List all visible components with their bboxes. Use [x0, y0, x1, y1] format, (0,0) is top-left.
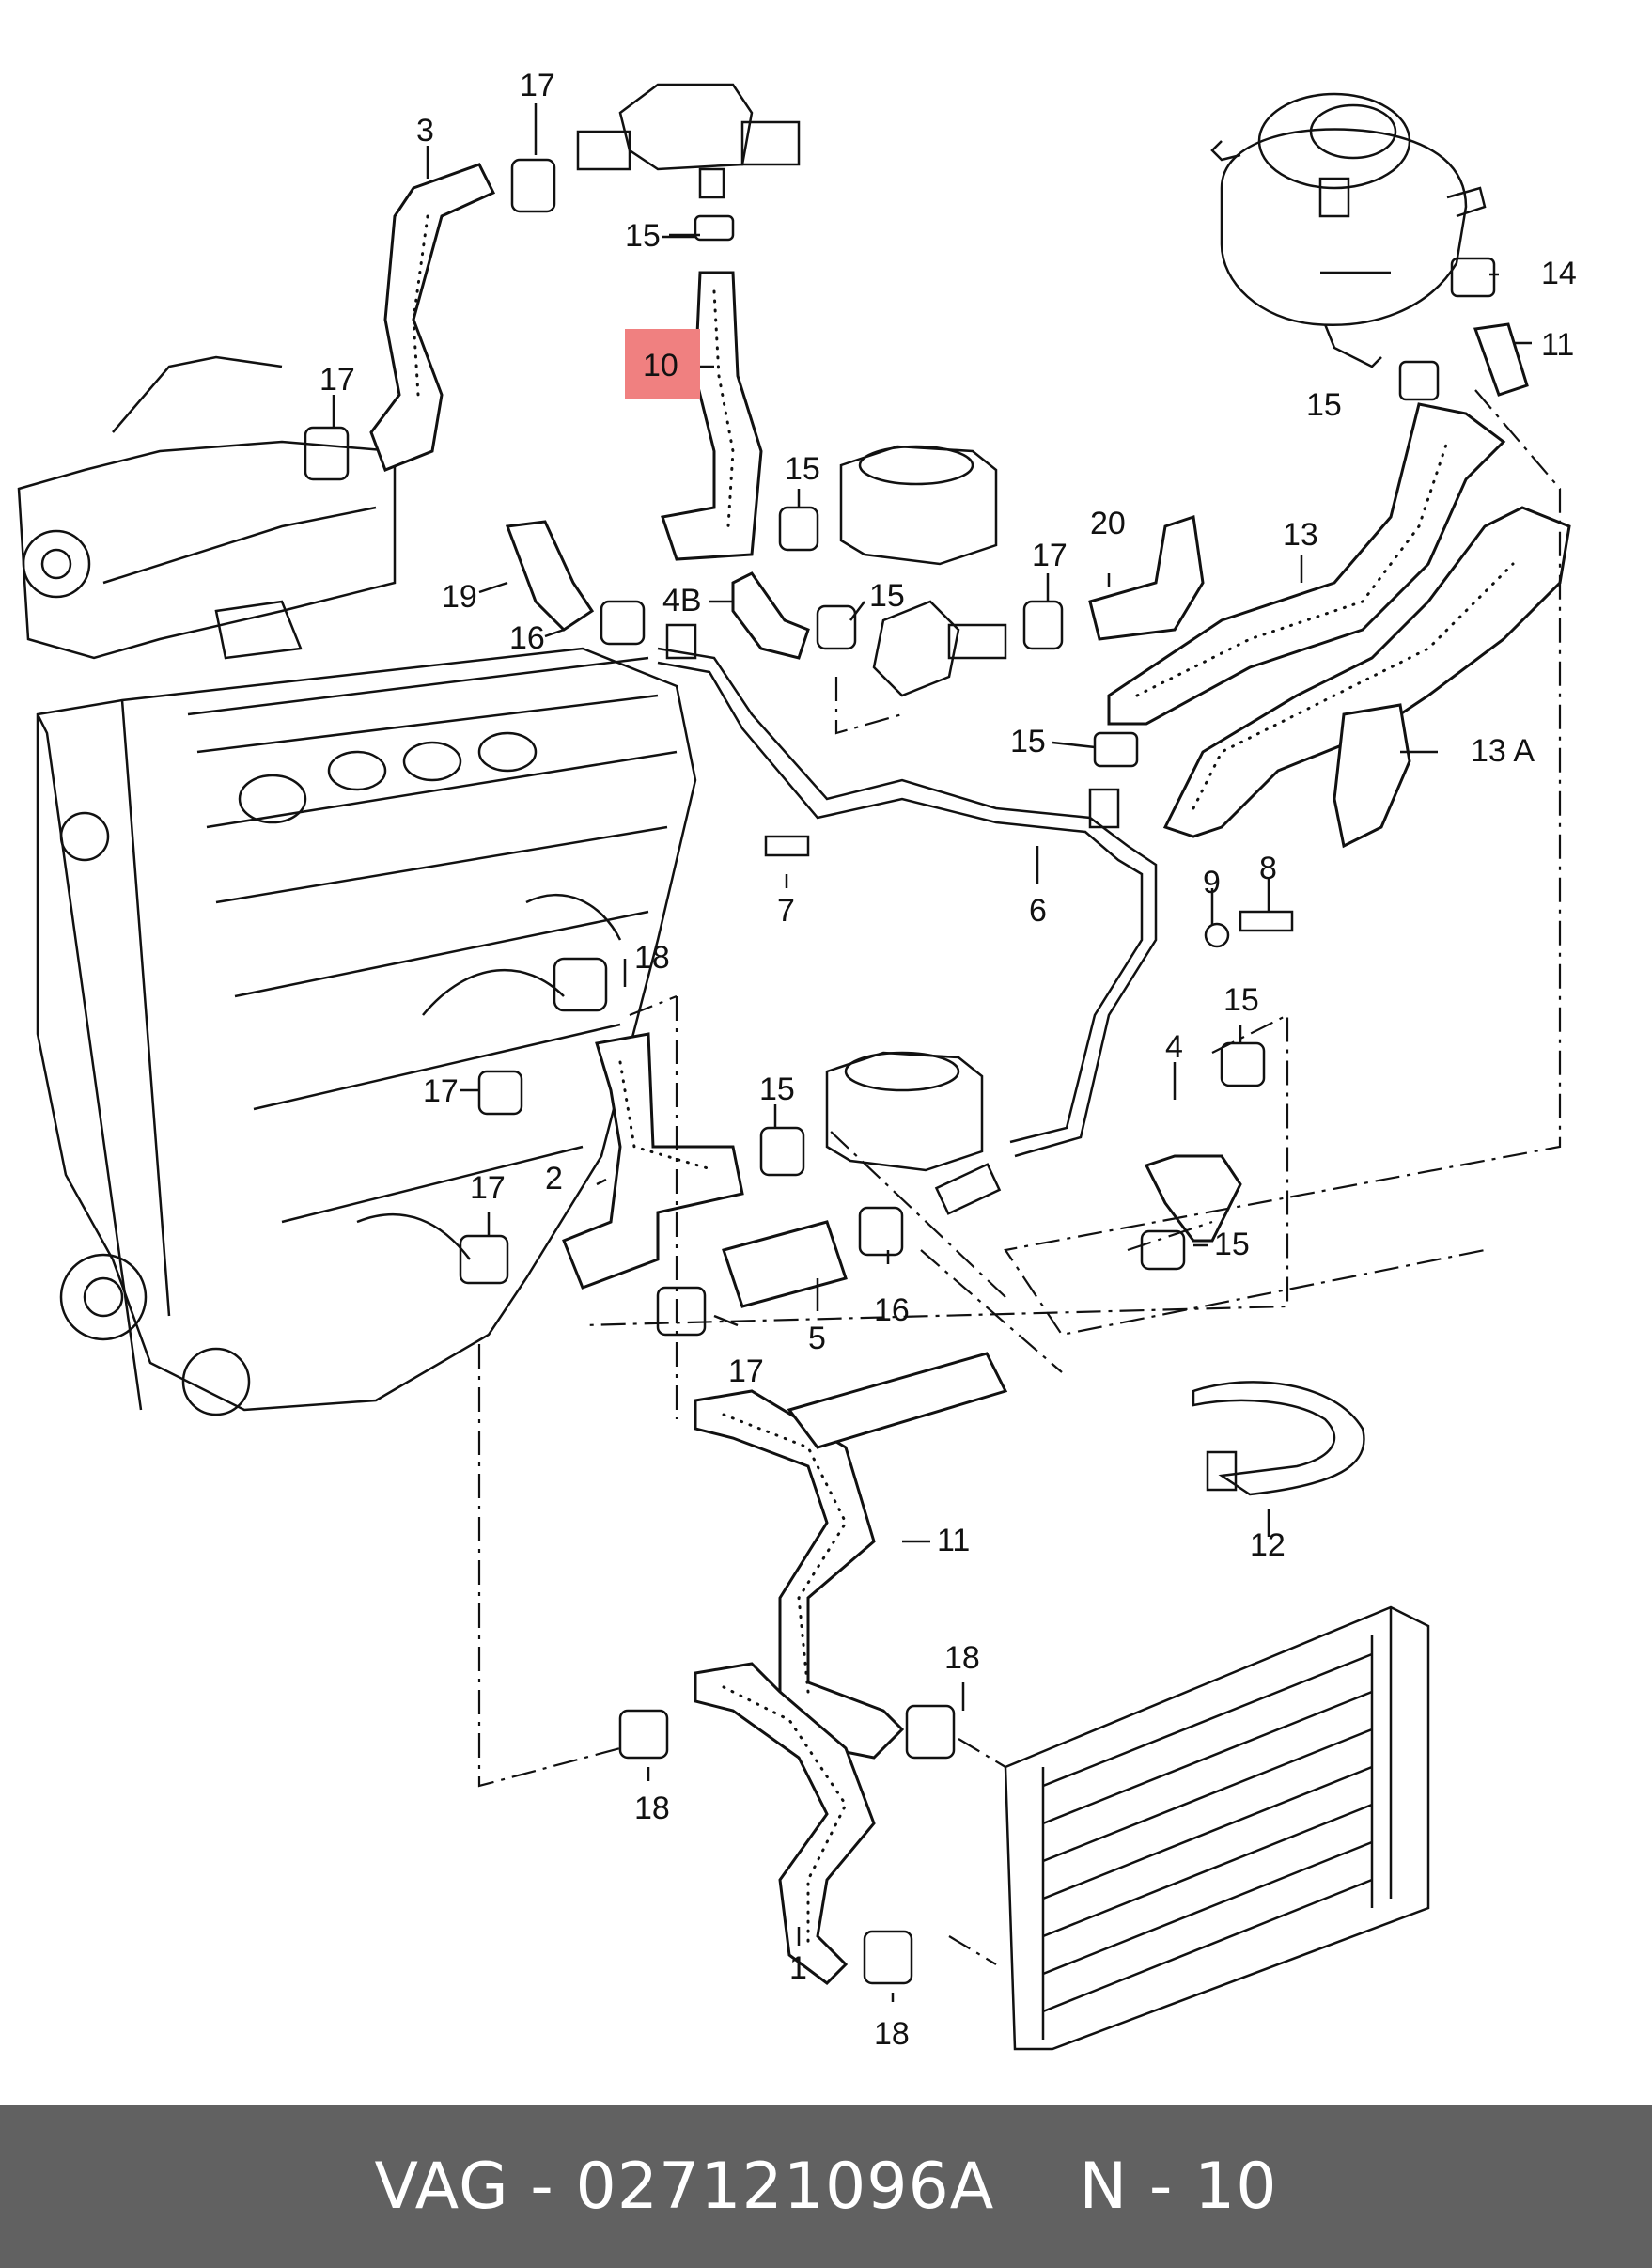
hose-4 — [1144, 1154, 1242, 1243]
hose-3 — [369, 163, 496, 472]
highlight-box — [625, 329, 700, 399]
hose-19 — [505, 520, 595, 632]
callout-15: 15 — [759, 1071, 795, 1107]
footer-position-separator: - — [1148, 2150, 1174, 2224]
hose-11-small — [1473, 322, 1529, 397]
water-pump — [17, 355, 397, 660]
hose-5 — [722, 1220, 848, 1308]
callout-18: 18 — [634, 1791, 670, 1826]
callout-9: 9 — [1203, 865, 1221, 900]
callout-15: 15 — [869, 578, 905, 614]
callout-8: 8 — [1259, 851, 1277, 886]
parts-diagram: 3 17 15 10 17 15 19 16 4B 15 17 20 13 15… — [17, 68, 1577, 2052]
callout-15: 15 — [785, 451, 820, 487]
routing-lines — [477, 389, 1562, 1965]
oil-cooler-upper — [839, 445, 998, 566]
footer-bar: VAG - 027121096A N - 10 — [0, 2105, 1652, 2268]
callout-15: 15 — [1010, 724, 1046, 759]
callout-17: 17 — [470, 1170, 506, 1206]
callout-18: 18 — [634, 940, 670, 976]
callout-7: 7 — [777, 893, 795, 929]
callout-11: 11 — [937, 1523, 970, 1558]
callout-14: 14 — [1541, 256, 1577, 291]
small-fittings — [665, 600, 1294, 1215]
callout-15: 15 — [1214, 1227, 1250, 1262]
callout-18: 18 — [874, 2016, 910, 2052]
callout-4: 4 — [1165, 1029, 1183, 1065]
callout-3: 3 — [416, 113, 434, 149]
callout-10: 10 — [643, 348, 678, 383]
expansion-tank — [1210, 92, 1487, 368]
footer-position-prefix: N — [1079, 2150, 1129, 2224]
hose-2 — [562, 1032, 744, 1290]
hose-10 — [661, 271, 763, 561]
hose-4b — [731, 571, 810, 660]
callout-17: 17 — [1032, 538, 1068, 573]
footer-position-number: 10 — [1194, 2150, 1278, 2224]
callout-13: 13 — [1283, 517, 1318, 553]
callout-13a: 13 A — [1471, 733, 1535, 769]
footer-brand: VAG — [374, 2150, 509, 2224]
hose-1 — [694, 1662, 876, 1985]
callout-4b: 4B — [662, 583, 702, 618]
callout-20: 20 — [1090, 506, 1126, 541]
callout-16: 16 — [874, 1292, 910, 1328]
radiator — [1004, 1605, 1430, 2051]
hose-clamps — [304, 158, 1496, 1985]
callout-16: 16 — [509, 620, 545, 656]
oil-cooler-lower — [825, 1051, 984, 1172]
callout-11: 11 — [1541, 327, 1574, 363]
hose-11-lower — [694, 1352, 1008, 1760]
callout-1: 1 — [789, 1950, 807, 1986]
callout-5: 5 — [808, 1321, 826, 1356]
callout-17: 17 — [319, 362, 355, 398]
footer-part-number: 027121096A — [575, 2150, 995, 2224]
callout-15: 15 — [1306, 387, 1342, 423]
callout-12: 12 — [1250, 1527, 1286, 1563]
callout-15: 15 — [625, 218, 661, 254]
hose-20 — [1088, 515, 1205, 641]
callout-labels: 3 17 15 10 17 15 19 16 4B 15 17 20 13 15… — [319, 68, 1577, 2052]
leader-lines — [332, 103, 1532, 2002]
callout-17: 17 — [728, 1353, 764, 1389]
hose-13 — [1107, 402, 1506, 726]
hose-13a — [1162, 506, 1571, 849]
clamp-band-12 — [1192, 1381, 1365, 1496]
callout-15: 15 — [1223, 982, 1259, 1018]
callout-17: 17 — [520, 68, 555, 103]
callout-2: 2 — [545, 1161, 563, 1197]
callout-19: 19 — [442, 579, 477, 615]
callout-18: 18 — [944, 1640, 980, 1676]
thermostat-housing — [576, 83, 801, 199]
callout-17: 17 — [423, 1073, 459, 1109]
engine-block — [36, 647, 697, 1416]
pipe-6 — [657, 647, 1158, 1158]
footer-separator: - — [530, 2150, 554, 2224]
callout-6: 6 — [1029, 893, 1047, 929]
